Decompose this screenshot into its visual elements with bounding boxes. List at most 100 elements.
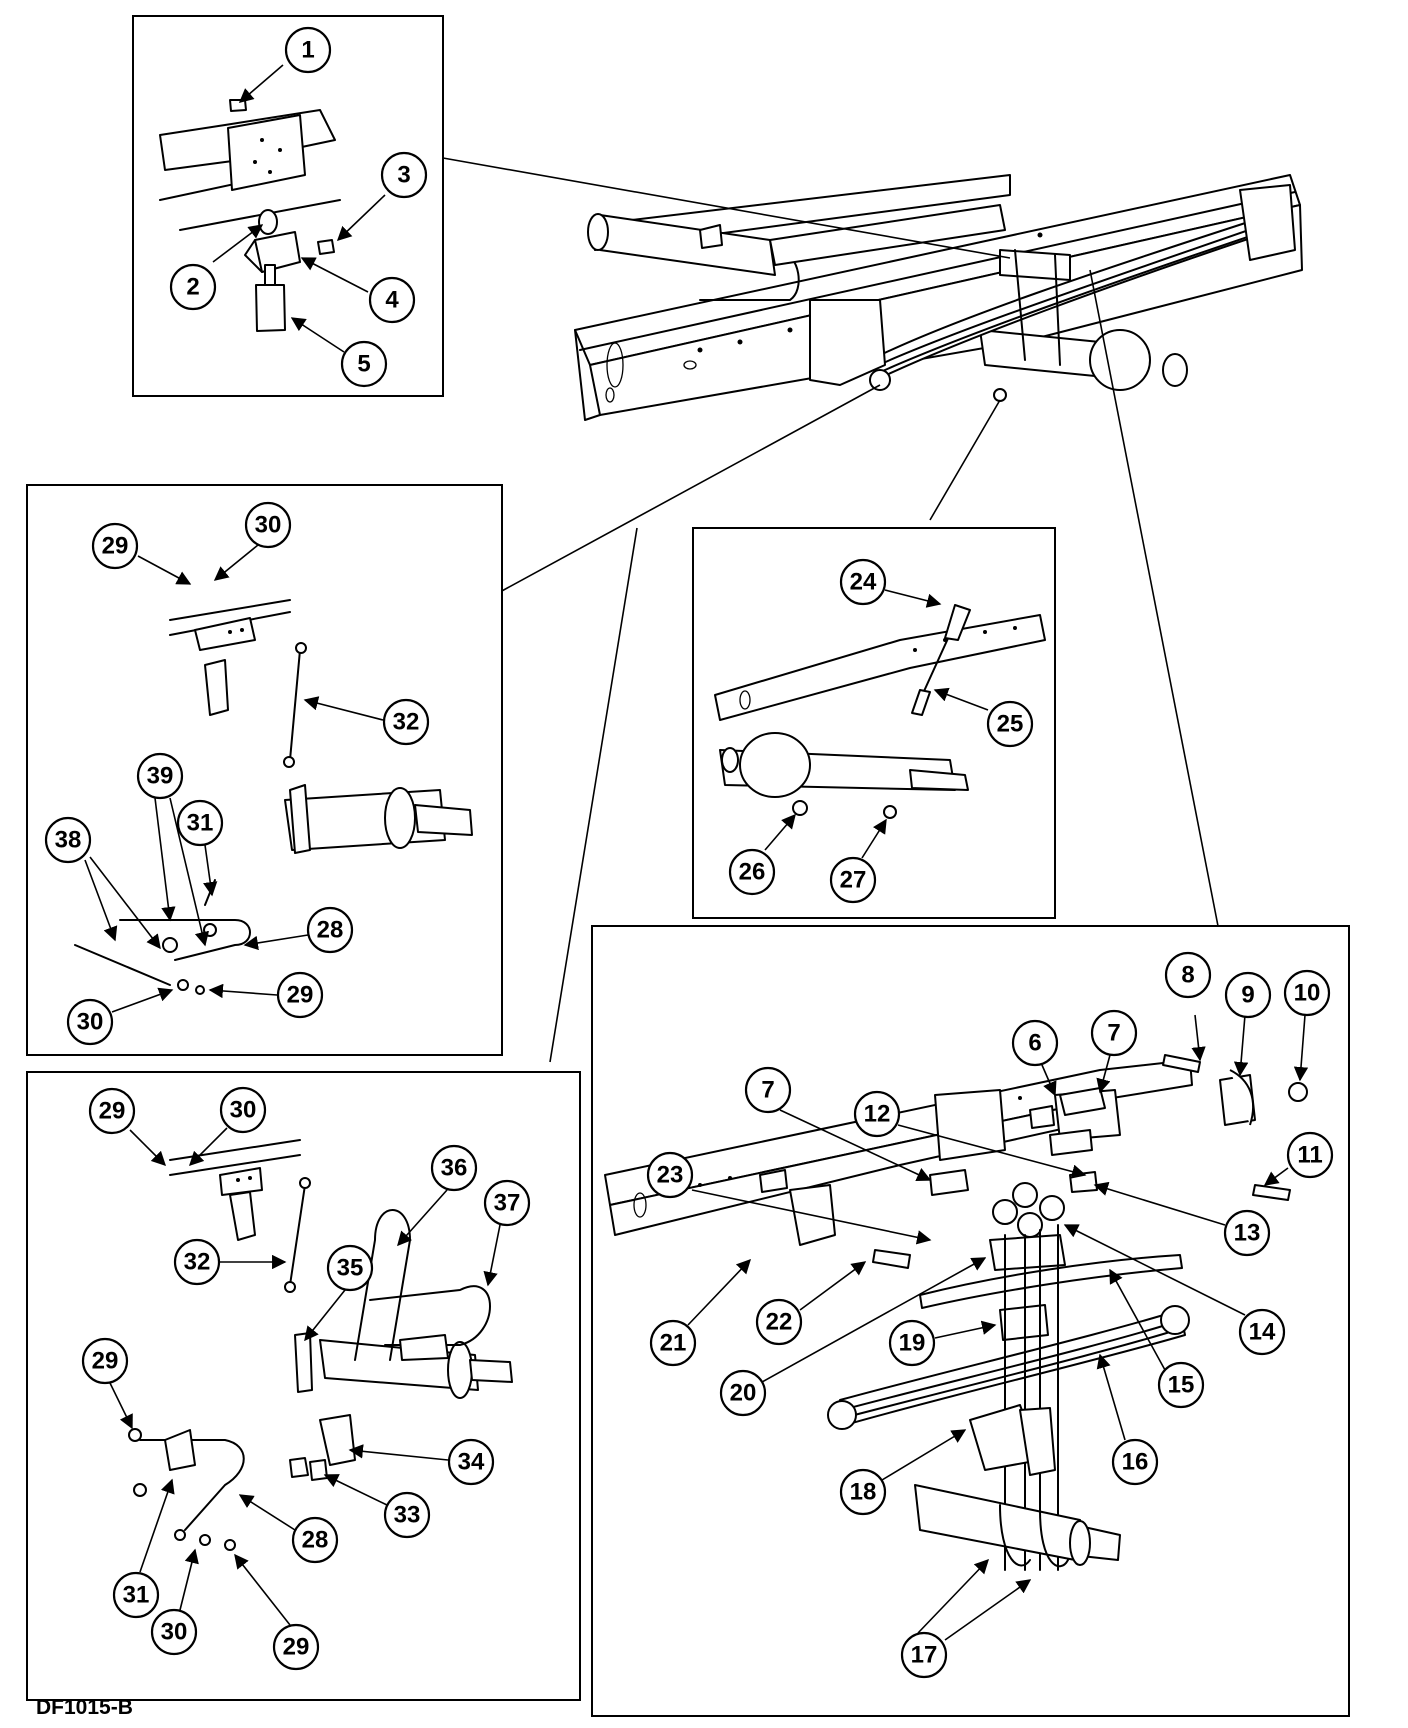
callout-label: 29 <box>283 1634 310 1661</box>
frame-overview-illustration <box>574 174 1303 421</box>
callout-label: 4 <box>385 287 399 314</box>
callout-label: 1 <box>301 37 314 64</box>
callout-label: 32 <box>393 709 420 736</box>
callout-label: 31 <box>123 1582 150 1609</box>
callout-label: 8 <box>1181 962 1194 989</box>
callout-label: 15 <box>1168 1372 1195 1399</box>
callout: 14 <box>1063 1224 1286 1356</box>
callout: 20 <box>719 1257 987 1417</box>
callout-label: 12 <box>864 1101 891 1128</box>
callout: 17 <box>900 1558 1032 1679</box>
callout: 29 <box>91 522 192 585</box>
callout: 15 <box>1109 1268 1205 1409</box>
callout-label: 28 <box>317 917 344 944</box>
callout: 28 <box>238 1494 339 1564</box>
callout: 21 <box>649 1258 751 1367</box>
callout: 31 <box>112 1478 175 1619</box>
callout-label: 28 <box>302 1527 329 1554</box>
callout-label: 20 <box>730 1380 757 1407</box>
callout: 24 <box>839 558 942 608</box>
callout-label: 16 <box>1122 1449 1149 1476</box>
callout-label: 5 <box>357 351 370 378</box>
leader-lines <box>442 157 1219 1063</box>
callout: 18 <box>839 1429 967 1516</box>
callout-label: 26 <box>739 859 766 886</box>
callout: 30 <box>188 1086 267 1167</box>
callout-label: 18 <box>850 1479 877 1506</box>
callout-label: 19 <box>899 1330 926 1357</box>
callout-label: 3 <box>397 162 410 189</box>
callout-label: 38 <box>55 827 82 854</box>
panel-bump-stop <box>132 15 444 397</box>
callout: 29 <box>208 971 324 1019</box>
callout: 6 <box>1011 1019 1059 1097</box>
callout: 27 <box>829 818 887 904</box>
callout: 10 <box>1283 969 1331 1082</box>
callout: 30 <box>213 501 292 581</box>
callout-label: 29 <box>99 1098 126 1125</box>
callout-label: 32 <box>184 1249 211 1276</box>
panel-stabilizer-bar-front <box>26 484 503 1056</box>
callout-label: 30 <box>77 1009 104 1036</box>
callout-label: 31 <box>187 810 214 837</box>
callout: 13 <box>1093 1181 1271 1257</box>
callout: 36 <box>397 1144 478 1247</box>
callout: 7 <box>744 1066 932 1182</box>
callout: 32 <box>303 696 430 746</box>
callout: 35 <box>304 1244 374 1342</box>
callout-label: 22 <box>766 1309 793 1336</box>
callout-label: 27 <box>840 867 867 894</box>
panel-stabilizer-bar-rear <box>26 1071 581 1701</box>
callout: 12 <box>853 1090 1087 1179</box>
callout: 31 <box>176 799 224 897</box>
callout-label: 29 <box>287 982 314 1009</box>
callout-label: 33 <box>394 1502 421 1529</box>
callout: 30 <box>150 1548 199 1656</box>
callout: 29 <box>234 1553 320 1671</box>
callout-label: 17 <box>911 1642 938 1669</box>
figure-code: DF1015-B <box>36 1696 133 1719</box>
callout-label: 34 <box>458 1449 485 1476</box>
callout-label: 23 <box>657 1162 684 1189</box>
callout: 22 <box>755 1261 867 1346</box>
callout: 19 <box>888 1319 997 1367</box>
callout-label: 30 <box>230 1097 257 1124</box>
callout-label: 6 <box>1028 1030 1041 1057</box>
callout-label: 10 <box>1294 980 1321 1007</box>
callout: 39 <box>136 752 210 947</box>
callout-label: 25 <box>997 711 1024 738</box>
callout-label: 30 <box>255 512 282 539</box>
callout-label: 30 <box>161 1619 188 1646</box>
callout: 3 <box>336 151 428 241</box>
callout: 23 <box>646 1151 932 1245</box>
callout-label: 29 <box>102 533 129 560</box>
callout-label: 7 <box>1107 1020 1120 1047</box>
callout: 7 <box>1090 1009 1138 1094</box>
callout-label: 13 <box>1234 1220 1261 1247</box>
callout-label: 21 <box>660 1330 687 1357</box>
callout-label: 29 <box>92 1348 119 1375</box>
callout: 2 <box>169 224 264 311</box>
callout: 38 <box>44 816 161 950</box>
callout-label: 11 <box>1297 1142 1322 1169</box>
callout: 1 <box>238 26 332 103</box>
callout-label: 9 <box>1241 982 1254 1009</box>
callout: 28 <box>243 906 354 954</box>
callout-label: 37 <box>494 1190 521 1217</box>
callout-label: 2 <box>186 274 199 301</box>
callout-label: 39 <box>147 763 174 790</box>
callout: 5 <box>290 317 388 388</box>
callout: 37 <box>483 1179 531 1287</box>
callout: 32 <box>173 1238 287 1286</box>
callout-label: 7 <box>761 1077 774 1104</box>
callout: 34 <box>348 1438 495 1486</box>
callout: 26 <box>728 813 796 896</box>
callout-label: 24 <box>850 569 877 596</box>
callout: 29 <box>81 1337 133 1430</box>
callout: 30 <box>66 987 174 1046</box>
callout: 16 <box>1096 1353 1159 1486</box>
callout: 4 <box>300 257 416 324</box>
callout-label: 35 <box>337 1255 364 1282</box>
callout: 33 <box>323 1474 431 1539</box>
callout-label: 36 <box>441 1155 468 1182</box>
